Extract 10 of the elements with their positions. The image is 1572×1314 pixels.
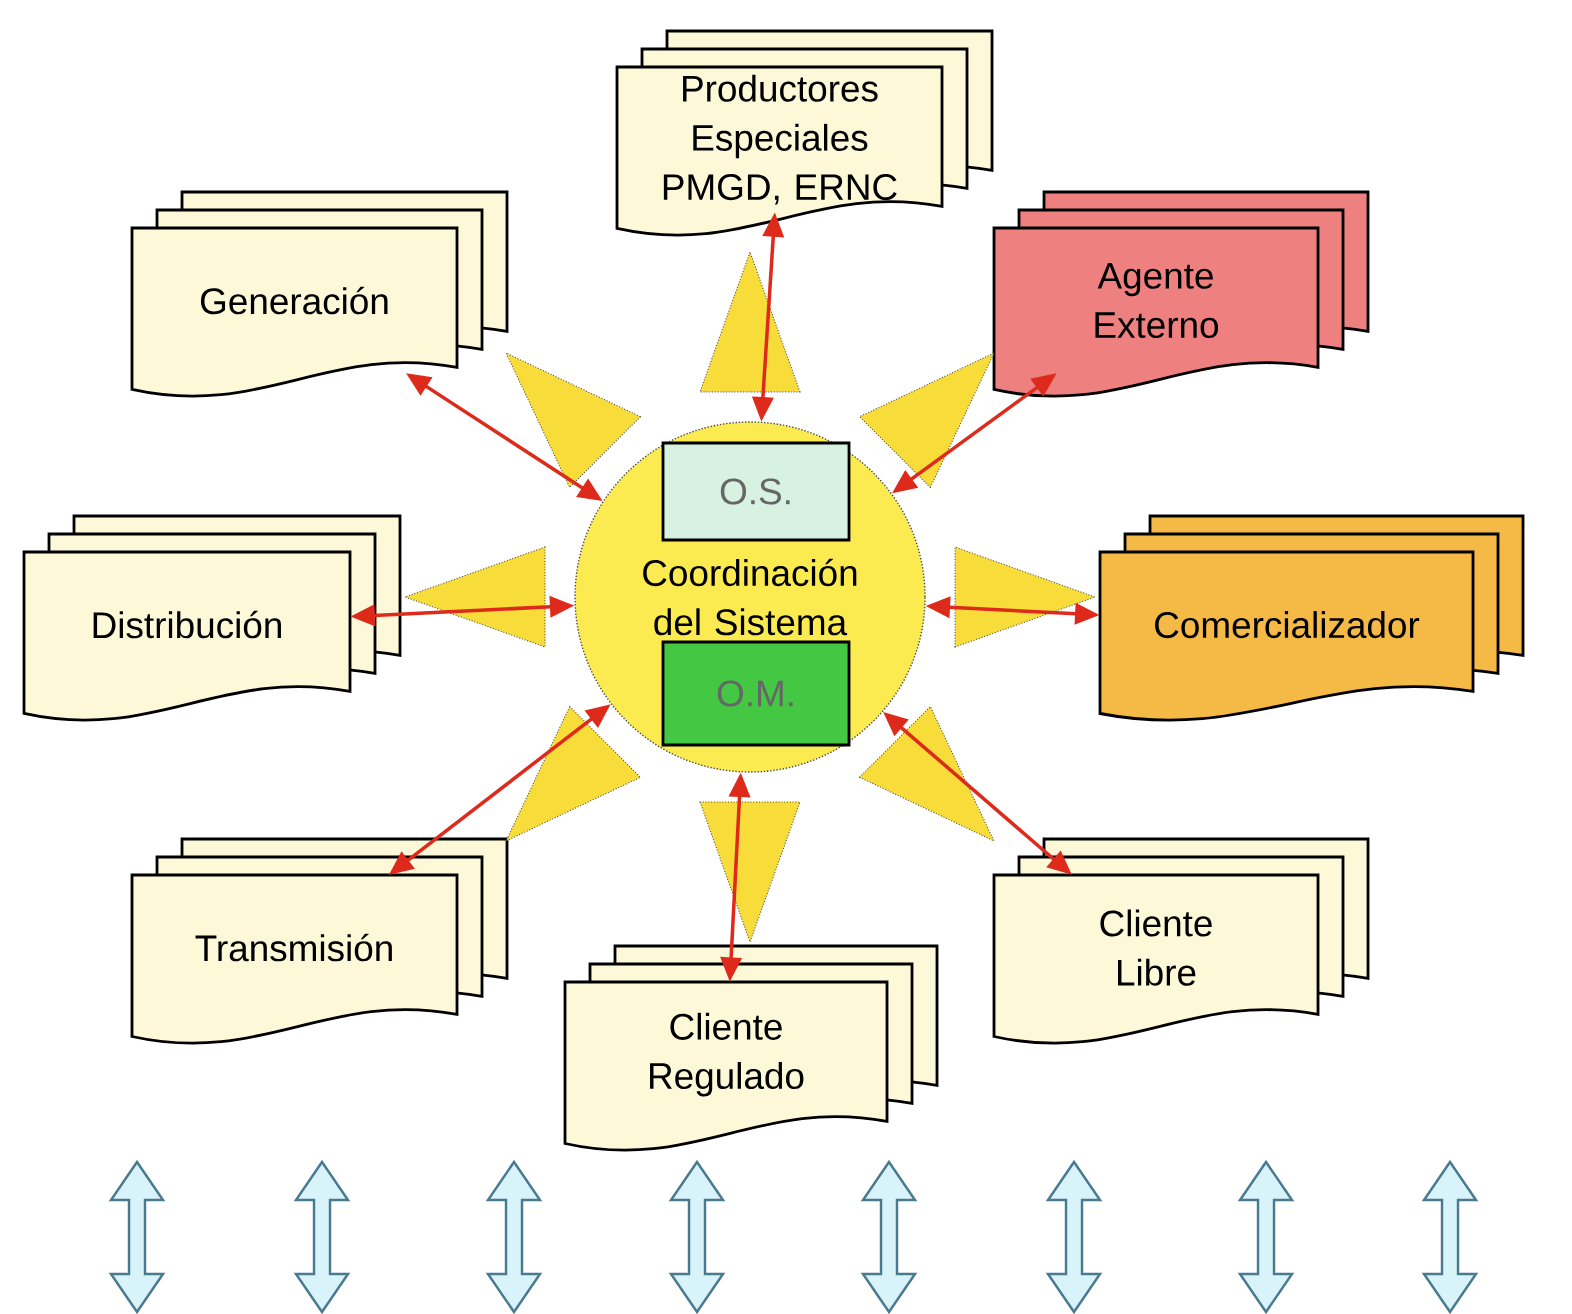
document-stack: Comercializador — [1098, 514, 1525, 722]
document-stack: Productores Especiales PMGD, ERNC — [615, 29, 994, 237]
document-stack: Distribución — [22, 514, 402, 722]
document-stack: Agente Externo — [992, 190, 1370, 398]
document-stack: Cliente Regulado — [563, 944, 939, 1152]
document-stack: Generación — [130, 190, 509, 398]
sub-box: O.S. — [661, 441, 851, 542]
sub-box: O.M. — [661, 640, 851, 747]
document-stack: Transmisión — [130, 837, 509, 1045]
document-stack: Cliente Libre — [992, 837, 1370, 1045]
